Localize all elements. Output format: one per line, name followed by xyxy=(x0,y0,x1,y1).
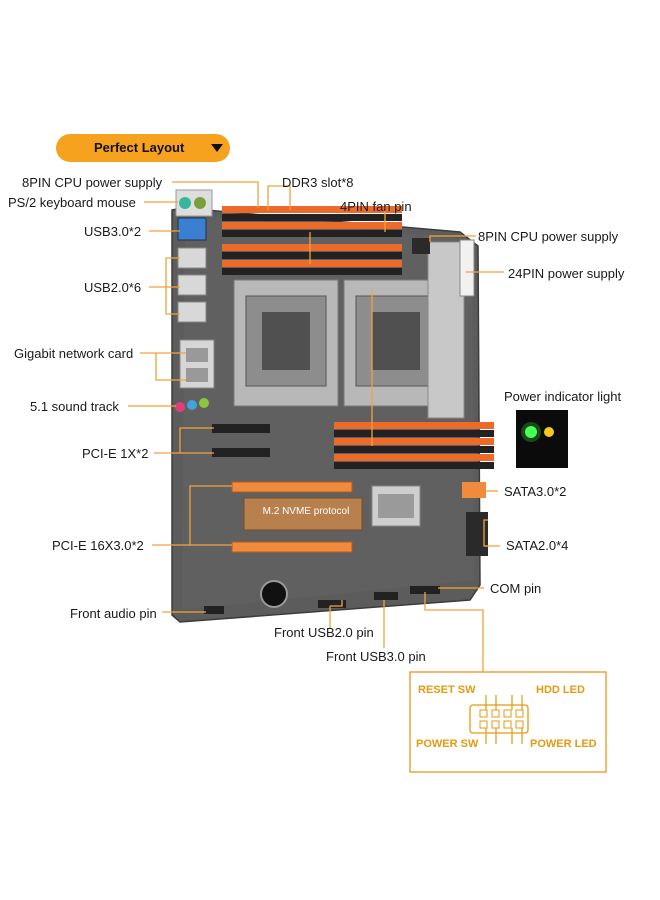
m2-nvme-module xyxy=(243,497,363,531)
label-usb3: USB3.0*2 xyxy=(84,224,142,239)
title-text: Perfect Layout xyxy=(94,140,185,155)
label-com-pin: COM pin xyxy=(490,581,542,596)
label-pcie-16x: PCI-E 16X3.0*2 xyxy=(52,538,144,553)
pcie-x16-slots xyxy=(231,481,353,553)
label-8pin-cpu-power-right: 8PIN CPU power supply xyxy=(478,229,619,244)
label-gigabit-lan: Gigabit network card xyxy=(14,346,134,361)
sata3-ports xyxy=(462,482,486,498)
pin-header-grid xyxy=(469,704,529,734)
label-front-usb3: Front USB3.0 pin xyxy=(326,649,426,664)
label-pcie-1x: PCI-E 1X*2 xyxy=(82,446,149,461)
label-power-indicator: Power indicator light xyxy=(504,389,622,404)
pin-label-hdd-led: HDD LED xyxy=(536,684,585,696)
label-24pin-power: 24PIN power supply xyxy=(508,266,625,281)
label-sata3: SATA3.0*2 xyxy=(504,484,567,499)
pin-label-power-sw: POWER SW xyxy=(416,738,479,750)
label-4pin-fan: 4PIN fan pin xyxy=(340,199,412,214)
title-banner[interactable]: Perfect Layout xyxy=(56,134,230,162)
chevron-down-icon xyxy=(211,144,223,152)
pin-label-power-led: POWER LED xyxy=(530,738,597,750)
power-indicator-photo xyxy=(516,410,568,468)
rear-io-panel xyxy=(175,189,215,412)
label-ddr3-slot: DDR3 slot*8 xyxy=(282,175,354,190)
sata2-ports xyxy=(466,512,488,556)
label-front-audio: Front audio pin xyxy=(70,606,157,621)
label-8pin-cpu-power-left: 8PIN CPU power supply xyxy=(22,175,163,190)
label-sata2: SATA2.0*4 xyxy=(506,538,569,553)
leader-lines xyxy=(128,181,504,672)
cpu-socket-1 xyxy=(233,279,339,407)
label-usb2: USB2.0*6 xyxy=(84,280,142,295)
dimm-slots-lower xyxy=(334,422,494,469)
dimm-slots-top xyxy=(222,206,402,275)
label-sound: 5.1 sound track xyxy=(30,399,119,414)
label-front-usb2: Front USB2.0 pin xyxy=(274,625,374,640)
m2-module-label: M.2 NVME protocol xyxy=(262,506,350,517)
label-ps2-keyboard-mouse: PS/2 keyboard mouse xyxy=(8,195,136,210)
cmos-battery xyxy=(260,580,288,608)
pin-label-reset-sw: RESET SW xyxy=(418,684,476,696)
